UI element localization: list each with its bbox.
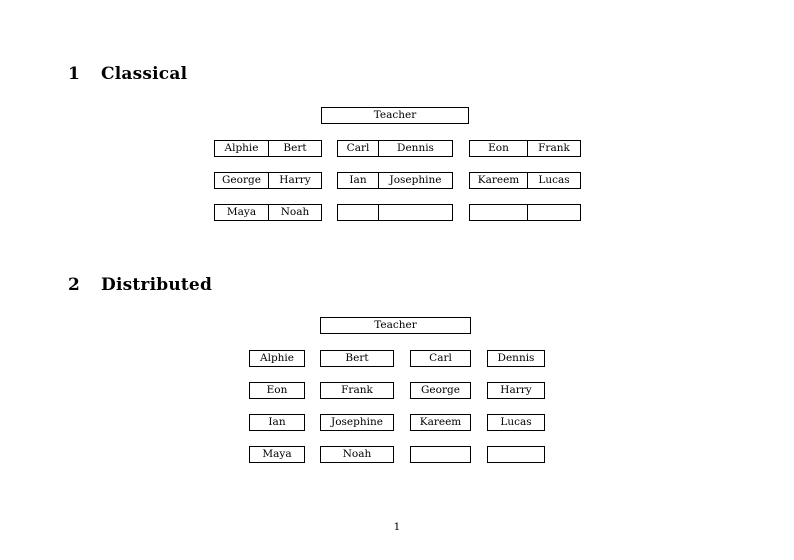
student-box: Alphie: [249, 350, 305, 367]
student-box-empty: [410, 446, 471, 463]
student-cell-empty: [378, 205, 452, 220]
table-row: Ian Josephine: [337, 172, 453, 189]
table-row: Eon Frank: [469, 140, 581, 157]
student-cell: Lucas: [527, 173, 580, 188]
table-row: George Harry: [214, 172, 322, 189]
student-cell-empty: [527, 205, 580, 220]
student-cell-empty: [338, 205, 378, 220]
student-cell: Dennis: [378, 141, 452, 156]
teacher-box-distributed: Teacher: [320, 317, 471, 334]
student-cell: Josephine: [378, 173, 452, 188]
student-cell: George: [222, 174, 261, 186]
section-title: Classical: [101, 64, 188, 84]
student-box: Maya: [249, 446, 305, 463]
student-cell: Kareem: [477, 174, 520, 186]
student-cell: Carl: [346, 142, 370, 154]
student-box-empty: [487, 446, 545, 463]
student-cell: Eon: [488, 142, 509, 154]
teacher-box-classical: Teacher: [321, 107, 469, 124]
table-row: [337, 204, 453, 221]
section-title: Distributed: [101, 275, 213, 295]
table-row: Carl Dennis: [337, 140, 453, 157]
student-box: Bert: [320, 350, 394, 367]
student-box: Frank: [320, 382, 394, 399]
section-number: 1: [68, 64, 81, 84]
table-row: Kareem Lucas: [469, 172, 581, 189]
student-box: Josephine: [320, 414, 394, 431]
student-box: Eon: [249, 382, 305, 399]
student-box: Harry: [487, 382, 545, 399]
student-cell: Noah: [268, 205, 321, 220]
table-row: [469, 204, 581, 221]
page-number: 1: [393, 521, 401, 533]
student-cell: Frank: [527, 141, 580, 156]
student-cell: Alphie: [224, 142, 259, 154]
student-box: Carl: [410, 350, 471, 367]
student-box: Dennis: [487, 350, 545, 367]
table-row: Maya Noah: [214, 204, 322, 221]
student-cell: Harry: [268, 173, 321, 188]
student-cell: Maya: [226, 206, 257, 218]
student-cell: Bert: [268, 141, 321, 156]
student-box: Noah: [320, 446, 394, 463]
student-box: Lucas: [487, 414, 545, 431]
table-row: Alphie Bert: [214, 140, 322, 157]
student-box: Ian: [249, 414, 305, 431]
student-cell: Ian: [349, 174, 367, 186]
section-heading-distributed: 2 Distributed: [68, 275, 212, 295]
student-cell-empty: [470, 205, 527, 220]
section-heading-classical: 1 Classical: [68, 64, 187, 84]
student-box: Kareem: [410, 414, 471, 431]
student-box: George: [410, 382, 471, 399]
section-number: 2: [68, 275, 81, 295]
